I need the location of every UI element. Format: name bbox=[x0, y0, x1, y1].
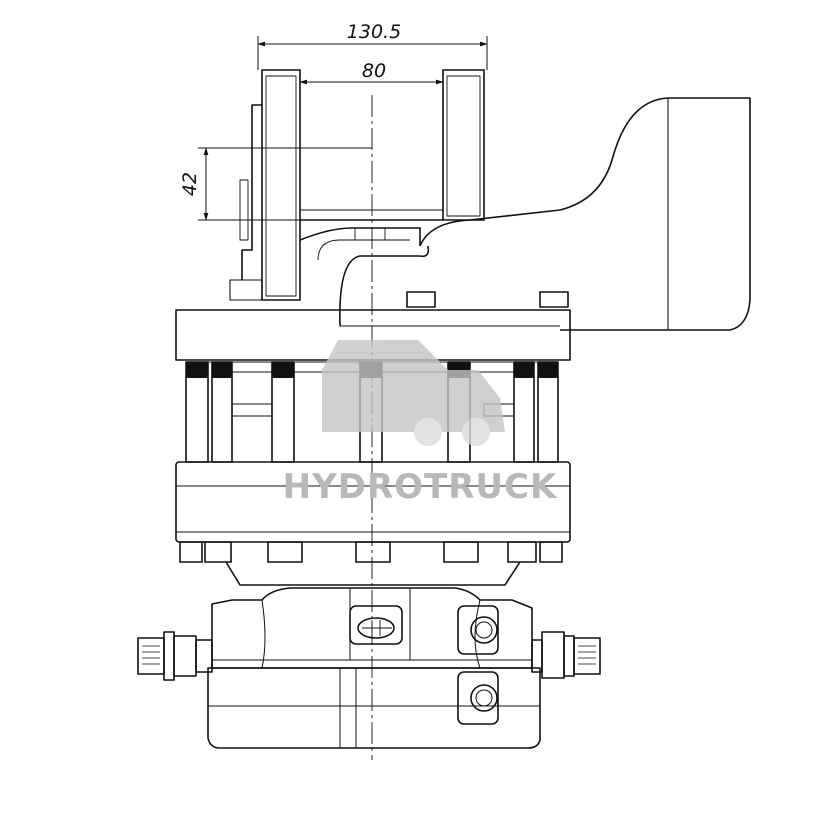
watermark-truck-logo bbox=[322, 340, 505, 446]
watermark-text: HYDROTRUCK bbox=[283, 467, 558, 507]
dimension-inner-width: 80 bbox=[362, 60, 386, 82]
dimension-height: 42 bbox=[179, 172, 201, 196]
right-fitting bbox=[531, 631, 601, 679]
dimension-lines bbox=[198, 36, 488, 221]
dimension-overall-width: 130.5 bbox=[347, 21, 401, 43]
top-bracket bbox=[229, 69, 751, 331]
hydraulic-motor bbox=[207, 587, 541, 749]
lower-flange bbox=[175, 461, 571, 586]
left-fitting bbox=[137, 631, 213, 681]
